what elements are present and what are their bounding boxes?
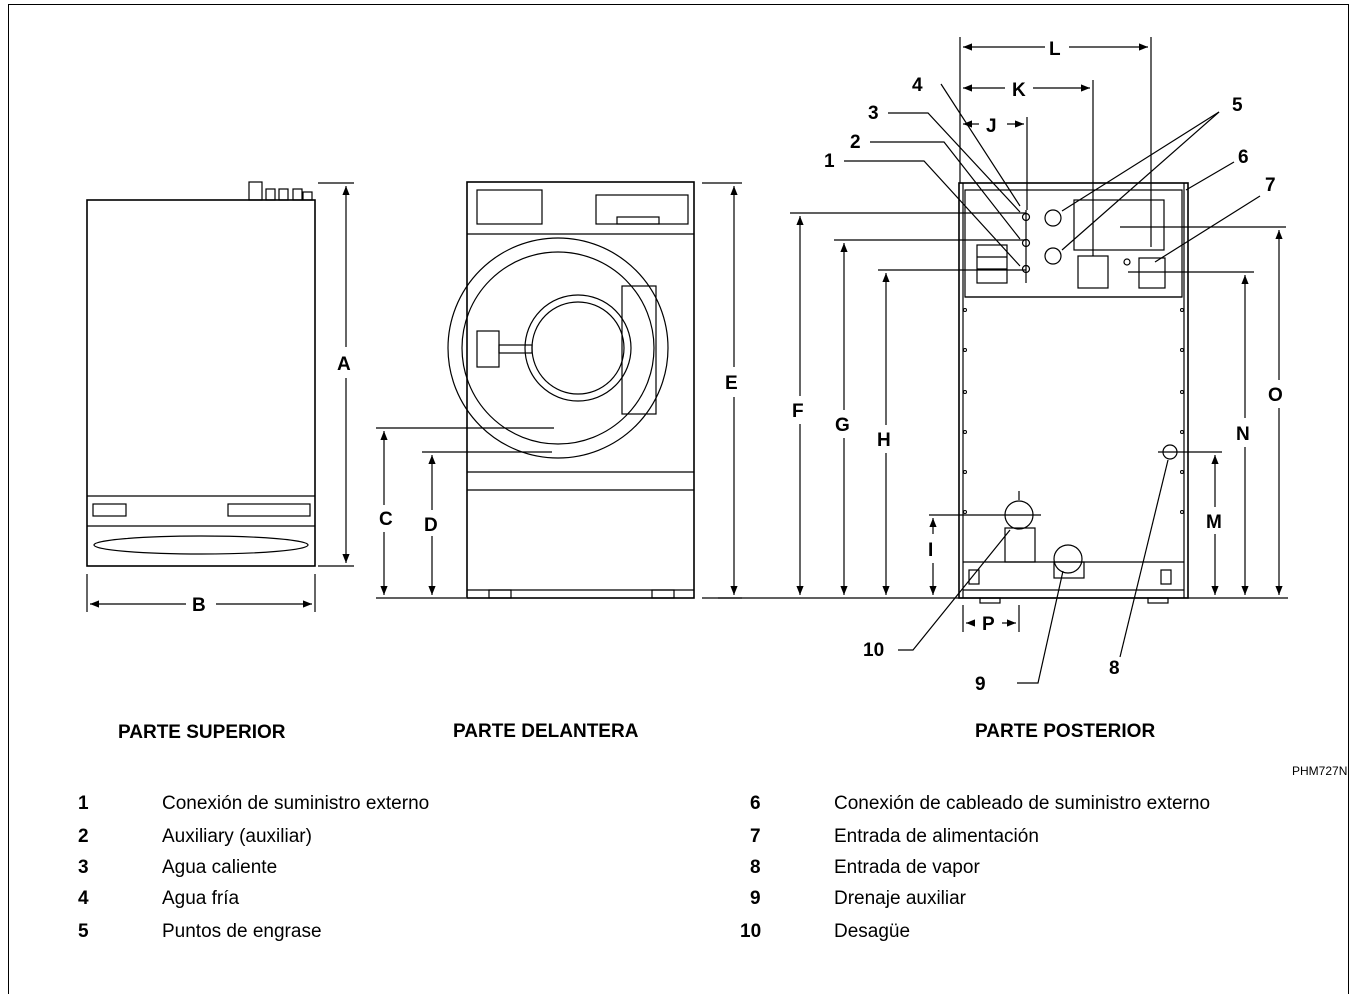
- dim-label-j: J: [986, 116, 997, 137]
- legend-number: 2: [78, 826, 89, 847]
- view-title-front: PARTE DELANTERA: [453, 721, 639, 742]
- legend-number: 10: [740, 921, 762, 942]
- callout-4: 4: [912, 75, 923, 96]
- callout-8: 8: [1109, 658, 1120, 679]
- legend-number: 3: [78, 857, 89, 878]
- legend-number: 5: [78, 921, 89, 942]
- legend-text: Drenaje auxiliar: [834, 888, 967, 909]
- dim-label-h: H: [877, 430, 891, 451]
- legend-number: 9: [750, 888, 761, 909]
- dim-label-f: F: [792, 401, 804, 422]
- callout-9: 9: [975, 674, 986, 695]
- dim-label-n: N: [1236, 424, 1250, 445]
- callout-3: 3: [868, 103, 879, 124]
- figure-code: PHM727N: [1292, 764, 1348, 778]
- callout-2: 2: [850, 132, 861, 153]
- dim-label-i: I: [928, 540, 933, 561]
- dim-label-g: G: [835, 415, 850, 436]
- callout-10: 10: [863, 640, 884, 661]
- legend-text: Agua fría: [162, 888, 240, 909]
- legend-text: Entrada de alimentación: [834, 826, 1039, 847]
- callout-7: 7: [1265, 175, 1276, 196]
- dim-label-e: E: [725, 373, 738, 394]
- legend-number: 8: [750, 857, 761, 878]
- legend-text: Conexión de cableado de suministro exter…: [834, 793, 1211, 814]
- dim-label-l: L: [1049, 39, 1061, 60]
- legend-text: Entrada de vapor: [834, 857, 980, 878]
- top-view-machine: [86, 181, 316, 567]
- dim-label-a: A: [337, 354, 351, 375]
- legend-number: 4: [78, 888, 89, 909]
- dim-label-o: O: [1268, 385, 1283, 406]
- legend-number: 7: [750, 826, 761, 847]
- rear-view-machine: [958, 182, 1189, 604]
- diagram-frame: [8, 4, 1349, 994]
- dim-label-b: B: [192, 595, 206, 616]
- callout-6: 6: [1238, 147, 1249, 168]
- view-title-rear: PARTE POSTERIOR: [975, 721, 1156, 742]
- legend-number: 1: [78, 793, 89, 814]
- legend-text: Conexión de suministro externo: [162, 793, 430, 814]
- callout-1: 1: [824, 151, 835, 172]
- legend-text: Agua caliente: [162, 857, 278, 878]
- dim-label-d: D: [424, 515, 438, 536]
- front-view-machine: [447, 181, 695, 599]
- dim-label-p: P: [982, 614, 995, 635]
- view-title-top: PARTE SUPERIOR: [118, 722, 286, 743]
- dim-label-c: C: [379, 509, 393, 530]
- dim-label-k: K: [1012, 80, 1026, 101]
- legend-text: Desagüe: [834, 921, 911, 942]
- legend-number: 6: [750, 793, 761, 814]
- legend-text: Auxiliary (auxiliar): [162, 826, 312, 847]
- callout-5: 5: [1232, 95, 1243, 116]
- legend-text: Puntos de engrase: [162, 921, 322, 942]
- dim-label-m: M: [1206, 512, 1222, 533]
